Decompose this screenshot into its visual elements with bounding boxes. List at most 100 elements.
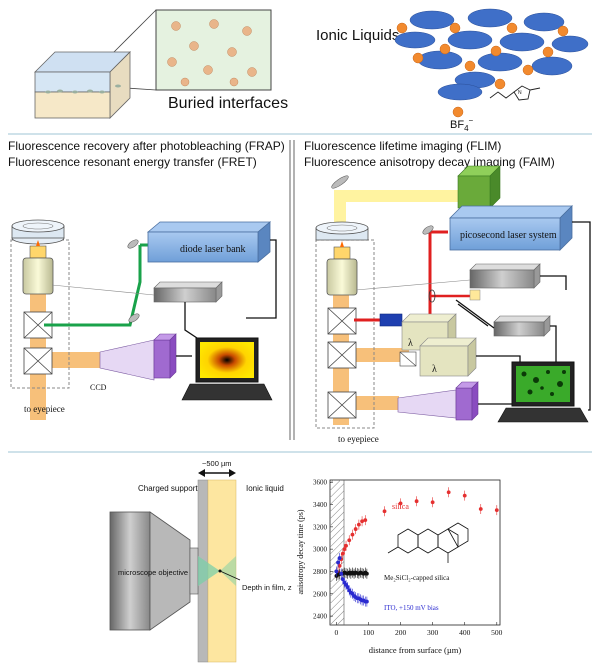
camera-right — [455, 387, 473, 421]
data-point — [414, 499, 419, 504]
x-tick-label: 200 — [395, 628, 407, 637]
y-tick-label: 3400 — [313, 501, 328, 509]
tcspc-module — [469, 269, 535, 289]
data-point — [345, 585, 350, 589]
y-tick-label: 2600 — [313, 590, 328, 598]
frap-title: Fluorescence recovery after photobleachi… — [8, 139, 285, 153]
data-point — [446, 490, 451, 495]
data-point — [340, 577, 345, 582]
series-2 — [334, 553, 369, 607]
microscope-outline — [10, 239, 70, 389]
lambda-label-1: λ — [408, 338, 413, 349]
legend-capped-silica: Me₂SiCl₂-capped silica — [384, 574, 450, 582]
buried-interfaces-label: Buried interfaces — [168, 95, 288, 112]
diode-laser-bank-label: diode laser bank — [180, 244, 246, 255]
data-point — [382, 509, 387, 514]
anion-superscript: − — [469, 116, 474, 125]
imidazolium-structure-icon — [489, 85, 541, 101]
svg-text:BF4−: BF4− — [450, 116, 474, 133]
y-tick-label: 2400 — [313, 613, 328, 621]
interface-particles — [167, 19, 257, 87]
ionic-liquid-label: Ionic liquid — [246, 484, 284, 493]
data-point — [364, 599, 369, 604]
depth-label: Depth in film, z — [242, 583, 292, 592]
data-point — [336, 560, 340, 565]
frap-setup-diagram: diode laser bank CCD to eyepiece — [10, 219, 277, 420]
data-point — [478, 507, 483, 511]
data-point — [344, 543, 348, 548]
data-point — [360, 519, 364, 524]
data-point — [350, 532, 355, 537]
anion-label: BF — [450, 119, 464, 131]
plot-frame — [329, 479, 501, 626]
picosecond-laser-label: picosecond laser system — [460, 230, 557, 241]
cable — [246, 239, 277, 319]
faim-title: Fluorescence anisotropy decay imaging (F… — [304, 155, 555, 169]
data-point — [347, 538, 352, 543]
diode-laser-bank — [147, 231, 259, 263]
mirror-icon-right — [331, 175, 349, 189]
objective-lens — [22, 257, 54, 295]
surface-hatch — [330, 480, 344, 625]
data-point — [494, 508, 499, 513]
dye-molecule-icon — [387, 522, 469, 563]
focal-cone — [198, 556, 220, 586]
thickness-label: ~500 µm — [202, 459, 232, 468]
filter-cubes-right — [327, 307, 357, 419]
y-axis-label: anisotropy decay time (ps) — [296, 509, 305, 594]
flim-title: Fluorescence lifetime imaging (FLIM) — [304, 139, 501, 153]
detector-2 — [419, 345, 469, 377]
control-module — [493, 321, 545, 337]
ionic-liquids-illustration: Ionic Liquids N BF4− — [316, 8, 589, 133]
flim-setup-diagram: picosecond laser system λ λ — [315, 165, 591, 444]
data-point — [363, 518, 368, 523]
anion-subscript: 4 — [464, 124, 469, 133]
lens-icon — [428, 289, 436, 303]
cables-right — [455, 221, 591, 411]
svg-text:N: N — [518, 90, 522, 96]
depth-profiling-diagram: ~500 µm Charged support Ionic liquid mic… — [109, 459, 292, 663]
legend-silica: silica — [392, 502, 409, 511]
x-tick-label: 400 — [459, 628, 471, 637]
eyepiece-label-left: to eyepiece — [24, 404, 65, 414]
x-axis-label: distance from surface (µm) — [369, 645, 462, 655]
eyepiece-label-right: to eyepiece — [338, 434, 379, 444]
anion-cluster — [396, 22, 569, 90]
buried-interface-illustration: Buried interfaces — [34, 9, 288, 119]
mirror-icon — [128, 313, 140, 323]
data-point — [337, 563, 342, 568]
data-point — [462, 493, 467, 498]
data-point — [334, 569, 339, 574]
modulator-block — [379, 313, 403, 327]
picosecond-laser — [449, 217, 561, 251]
laptop-screen — [200, 342, 254, 378]
microscope-outline-right — [315, 239, 375, 429]
data-point — [356, 522, 361, 527]
fret-title: Fluorescence resonant energy transfer (F… — [8, 155, 257, 169]
x-tick-label: 0 — [335, 628, 339, 637]
y-tick-label: 2800 — [313, 568, 328, 576]
x-tick-label: 500 — [491, 628, 503, 637]
ccd-label: CCD — [90, 383, 107, 392]
y-tick-label: 3600 — [313, 479, 328, 487]
data-point — [353, 527, 358, 531]
filter-cubes — [23, 311, 53, 375]
objective-lens-right — [326, 258, 358, 296]
data-point — [398, 501, 403, 506]
data-point — [337, 556, 342, 560]
x-tick-label: 100 — [363, 628, 375, 637]
data-point — [340, 551, 345, 556]
cation-icon — [437, 83, 483, 101]
frequency-doubler-box — [457, 175, 491, 209]
legend-ito: ITO, +150 mV bias — [384, 604, 439, 612]
ccd-camera — [153, 339, 171, 379]
data-point — [364, 571, 369, 576]
lambda-label-2: λ — [432, 364, 437, 375]
controller-box — [153, 287, 217, 303]
anion-icon — [452, 106, 464, 118]
data-point — [430, 500, 435, 505]
ionic-liquids-label: Ionic Liquids — [316, 27, 399, 44]
x-tick-label: 300 — [427, 628, 439, 637]
y-tick-label: 3200 — [313, 523, 328, 531]
